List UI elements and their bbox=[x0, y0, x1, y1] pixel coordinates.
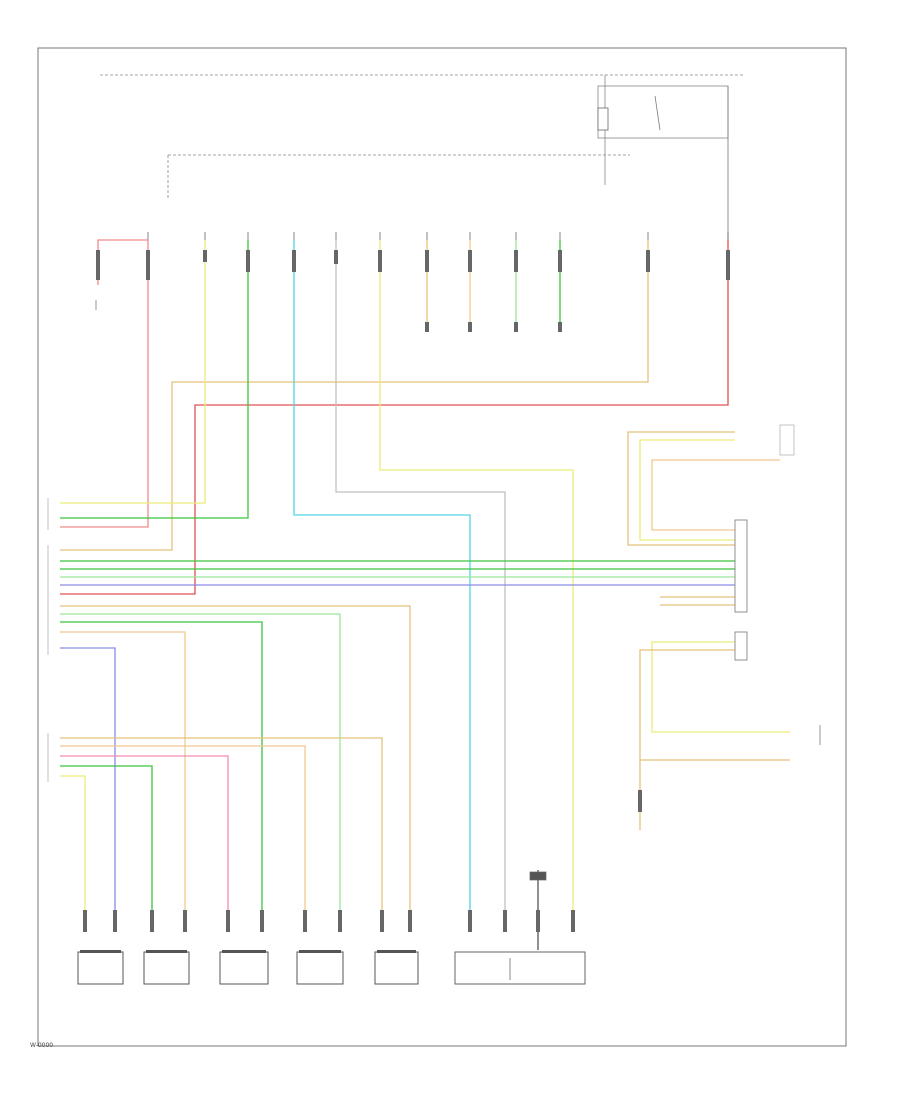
small-symbols bbox=[95, 300, 821, 881]
wire-blue bbox=[60, 647, 116, 910]
wire-yellow-b bbox=[379, 240, 574, 910]
sensor-box-5 bbox=[374, 951, 419, 985]
relay-assembly bbox=[597, 85, 729, 240]
upper-connector-row bbox=[147, 232, 729, 240]
wire-green-a bbox=[60, 240, 249, 519]
wire-gray bbox=[335, 240, 506, 910]
sensor-box-3 bbox=[219, 951, 269, 985]
right-connector-block bbox=[734, 519, 748, 661]
footer-code: W-0000 bbox=[30, 1042, 54, 1049]
wire-orange-mid bbox=[60, 631, 186, 910]
sensor-box-1 bbox=[77, 951, 124, 985]
wires bbox=[60, 239, 790, 950]
wire-red-main bbox=[60, 240, 729, 595]
sensor-box-6 bbox=[454, 951, 586, 985]
wire-green-mid bbox=[60, 613, 341, 910]
bottom-components bbox=[77, 950, 586, 985]
wire-tan-mid bbox=[60, 605, 411, 910]
wire-green-mid2 bbox=[60, 621, 263, 910]
connector-pins bbox=[83, 250, 730, 932]
wire-tan-top bbox=[60, 240, 649, 551]
power-bus bbox=[100, 74, 745, 200]
wire-red-stub bbox=[97, 239, 148, 285]
wire-cyan bbox=[293, 240, 471, 910]
wire-yellow-a bbox=[60, 240, 206, 504]
sensor-box-4 bbox=[296, 951, 344, 985]
diagram-border bbox=[37, 47, 847, 1047]
wire-red-left bbox=[60, 240, 149, 528]
sensor-box-2 bbox=[143, 951, 190, 985]
